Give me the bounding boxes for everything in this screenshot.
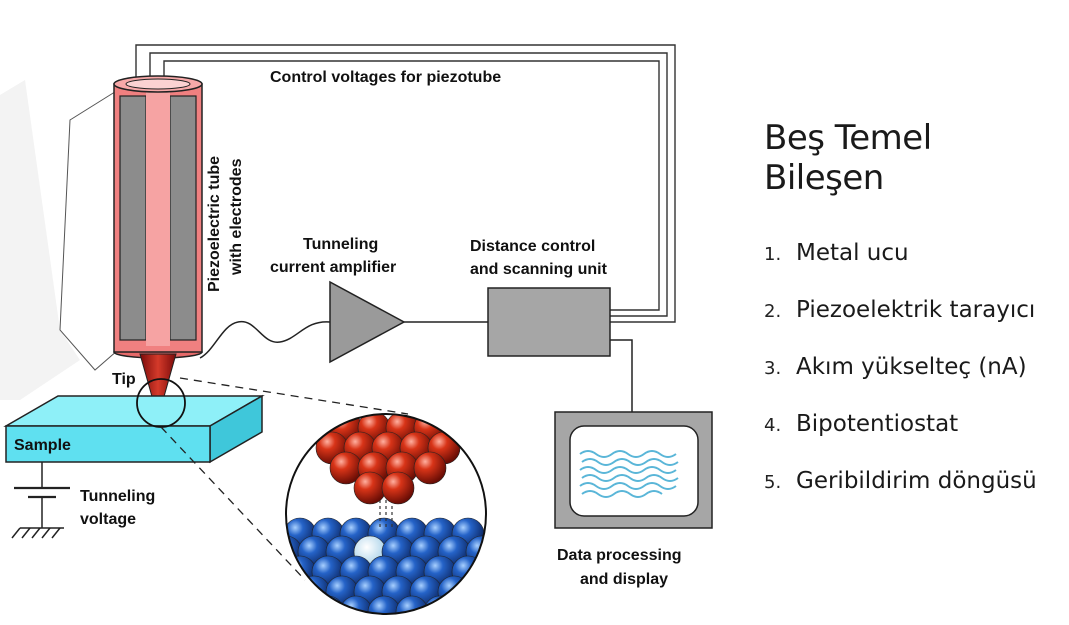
sample-atom [311, 595, 345, 614]
sample-atom [286, 575, 303, 609]
sample-atom [367, 595, 401, 614]
atoms [286, 414, 486, 614]
distance-label-line2: and scanning unit [470, 261, 608, 278]
list-item: 1. Metal ucu [760, 240, 1060, 297]
sample-block [3, 394, 265, 464]
sample-atom [286, 535, 303, 569]
item-label: Bipotentiostat [796, 411, 959, 437]
display-label-line1: Data processing [557, 547, 681, 564]
sample-label: Sample [14, 437, 71, 454]
amplifier-label-line2: current amplifier [270, 259, 396, 276]
list-item: 4. Bipotentiostat [760, 411, 1060, 468]
piezoelectric-tube [113, 75, 203, 359]
item-label: Piezoelektrik tarayıcı [796, 297, 1036, 323]
magnified-atom-view [285, 413, 487, 615]
sample-atom [339, 595, 373, 614]
zoom-dashed-lines [160, 377, 409, 581]
item-number: 5. [764, 472, 782, 493]
voltage-label-line1: Tunneling [80, 488, 155, 505]
sample-atom [423, 595, 457, 614]
list-item: 2. Piezoelektrik tarayıcı [760, 297, 1060, 354]
item-number: 2. [764, 301, 782, 322]
control-to-display-wire [610, 339, 633, 412]
item-label: Akım yükselteç (nA) [796, 354, 1027, 380]
background-sheet [0, 80, 119, 400]
tip-atom [381, 471, 415, 505]
control-voltages-label: Control voltages for piezotube [270, 69, 501, 86]
sample-atom [286, 555, 317, 589]
sample-atom [451, 595, 485, 614]
item-number: 3. [764, 358, 782, 379]
sample-atom [297, 575, 331, 609]
metal-tip [139, 353, 177, 420]
distance-control-unit [487, 287, 611, 357]
panel-title: Beş Temel Bileşen [764, 118, 932, 198]
control-voltage-wires [135, 44, 676, 323]
scan-waves [579, 450, 679, 498]
sample-atom [286, 595, 317, 614]
tunneling-voltage-source [11, 462, 70, 539]
distance-label-line1: Distance control [470, 238, 595, 255]
current-signal-wire [199, 320, 331, 359]
amplifier-label-line1: Tunneling [303, 236, 378, 253]
display-label-line2: and display [580, 571, 668, 588]
sample-atom [437, 575, 471, 609]
item-label: Geribildirim döngüsü [796, 468, 1037, 494]
item-number: 1. [764, 244, 782, 265]
tip-label: Tip [112, 371, 136, 388]
list-item: 3. Akım yükselteç (nA) [760, 354, 1060, 411]
tip-atom [413, 451, 447, 485]
voltage-label-line2: voltage [80, 511, 136, 528]
piezo-label-line2: with electrodes [228, 158, 245, 276]
piezo-tube-label: Piezoelectric tube with electrodes [206, 156, 245, 292]
current-amplifier [329, 280, 406, 364]
item-number: 4. [764, 415, 782, 436]
display-monitor [554, 411, 713, 529]
item-label: Metal ucu [796, 240, 909, 266]
tip-atom [353, 471, 387, 505]
piezo-label-line1: Piezoelectric tube [206, 156, 223, 292]
components-list: 1. Metal ucu 2. Piezoelektrik tarayıcı 3. A… [760, 240, 1060, 525]
sample-atom [465, 575, 486, 609]
list-item: 5. Geribildirim döngüsü [760, 468, 1060, 525]
components-panel: Beş Temel Bileşen 1. Metal ucu 2. Piezoele… [760, 118, 1060, 525]
